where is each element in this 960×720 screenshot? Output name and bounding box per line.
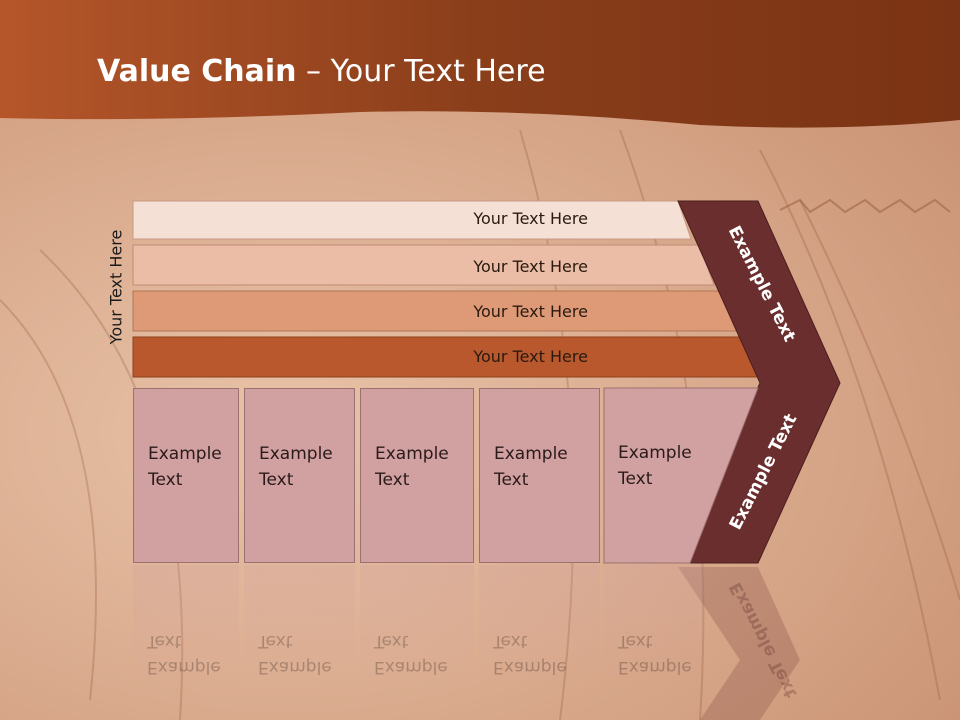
example-box-5-shape [603, 387, 759, 564]
chevron-arrow [677, 200, 841, 564]
process-bar-2 [132, 244, 715, 286]
process-bar-4 [132, 336, 763, 378]
side-label: Your Text Here [106, 229, 126, 345]
header-band [0, 0, 960, 128]
title-rest: – Your Text Here [296, 54, 546, 89]
process-bar-1 [132, 200, 692, 240]
slide-title: Value Chain – Your Text Here [97, 54, 546, 89]
process-bar-3 [132, 290, 739, 332]
title-bold: Value Chain [97, 54, 297, 89]
